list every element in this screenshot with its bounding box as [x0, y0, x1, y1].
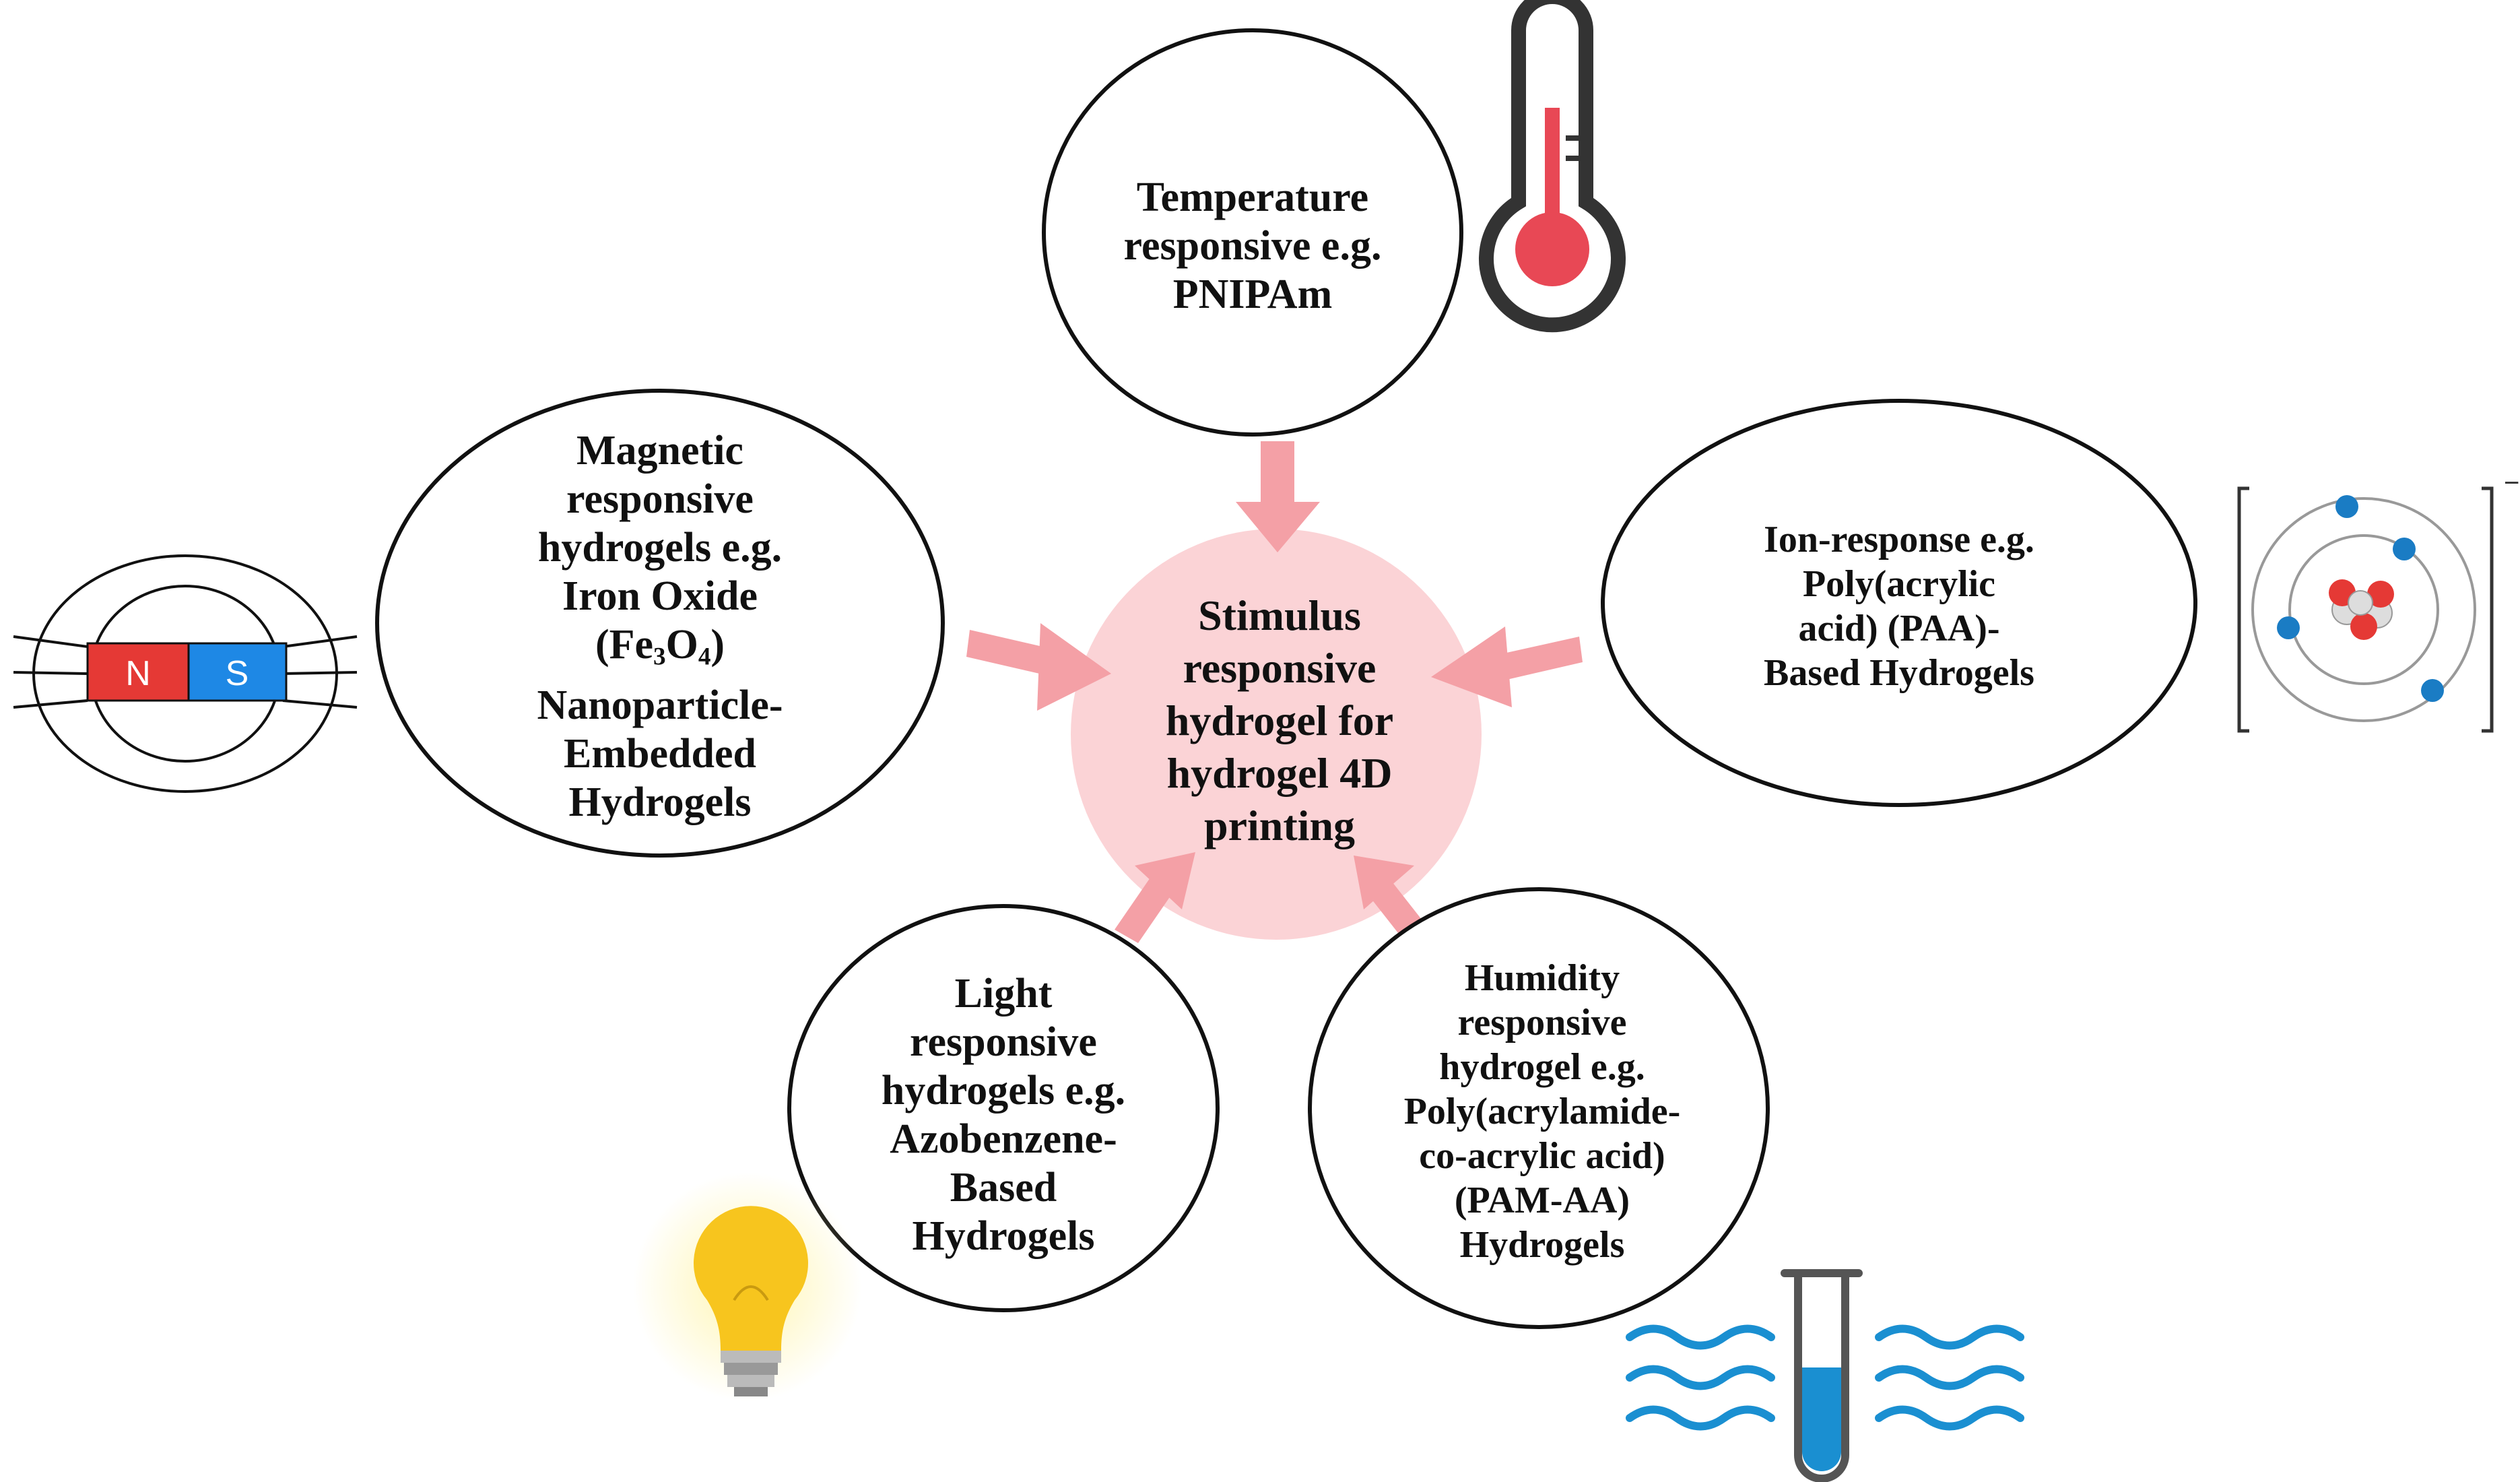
magnetic-line: responsive — [566, 476, 754, 522]
arrow-light — [1115, 852, 1195, 943]
magnet-south-label: S — [226, 654, 249, 693]
magnet-icon: N S — [13, 554, 358, 793]
ion-line: Poly(acrylic — [1802, 563, 1996, 605]
lightbulb-icon — [633, 1172, 862, 1401]
arrow-humidity — [1354, 856, 1424, 936]
thermometer-icon — [1479, 0, 1626, 333]
humidity-label: Humidity responsive hydrogel e.g. Poly(a… — [1333, 943, 1751, 1280]
magnet-north-label: N — [125, 654, 151, 693]
arrow-temperature — [1236, 441, 1320, 552]
temperature-line: Temperature — [1136, 174, 1369, 220]
water-tube-icon — [1626, 1269, 2024, 1482]
magnetic-line: Embedded — [564, 731, 756, 777]
ion-circle — [1601, 399, 2197, 807]
light-line: Azobenzene- — [890, 1116, 1117, 1162]
ion-line: Based Hydrogels — [1764, 652, 2034, 694]
ion-line: acid) (PAA)- — [1798, 608, 2000, 649]
arrow-magnetic — [966, 623, 1111, 711]
atom-charge-label: − — [2504, 468, 2519, 498]
temperature-line: PNIPAm — [1172, 271, 1333, 317]
light-line: Based — [950, 1165, 1057, 1211]
ion-label: Ion-response e.g. Poly(acrylic acid) (PA… — [1657, 498, 2142, 714]
magnetic-circle — [375, 389, 945, 858]
humidity-line: Humidity — [1464, 957, 1620, 999]
center-line: hydrogel for — [1165, 697, 1394, 744]
center-label: Stimulus responsive hydrogel for hydroge… — [1104, 579, 1455, 862]
magnetic-line: Magnetic — [576, 427, 743, 474]
humidity-line: Poly(acrylamide- — [1403, 1091, 1681, 1132]
humidity-line: co-acrylic acid) — [1419, 1135, 1665, 1177]
temperature-circle — [1042, 28, 1463, 437]
humidity-circle — [1308, 887, 1770, 1329]
magnetic-line: Nanoparticle- — [537, 682, 783, 729]
humidity-line: (PAM-AA) — [1454, 1180, 1630, 1221]
light-line: responsive — [910, 1019, 1097, 1065]
magnetic-line: Iron Oxide — [562, 573, 758, 619]
magnetic-label: Magnetic responsive hydrogels e.g. Iron … — [418, 418, 902, 835]
ion-line: Ion-response e.g. — [1764, 519, 2034, 560]
center-line: hydrogel 4D — [1166, 749, 1393, 797]
temperature-label: Temperature responsive e.g. PNIPAm — [1051, 145, 1455, 347]
temperature-line: responsive e.g. — [1123, 223, 1382, 269]
humidity-line: responsive — [1457, 1002, 1627, 1043]
arrow-ion — [1431, 626, 1583, 707]
light-line: Light — [954, 971, 1053, 1017]
humidity-line: Hydrogels — [1459, 1224, 1625, 1266]
center-line: Stimulus — [1198, 591, 1361, 639]
magnetic-formula: (Fe3O4) — [595, 621, 725, 671]
center-line: printing — [1203, 802, 1356, 849]
magnetic-line: hydrogels e.g. — [537, 524, 783, 571]
atom-icon: − — [2237, 468, 2519, 733]
humidity-line: hydrogel e.g. — [1439, 1046, 1645, 1088]
center-circle — [1071, 529, 1482, 940]
light-label: Light responsive hydrogels e.g. Azobenze… — [828, 950, 1179, 1280]
center-line: responsive — [1183, 644, 1377, 692]
light-line: Hydrogels — [912, 1213, 1095, 1259]
light-line: hydrogels e.g. — [881, 1068, 1126, 1114]
magnetic-line: Hydrogels — [568, 779, 752, 826]
light-circle — [787, 904, 1220, 1312]
